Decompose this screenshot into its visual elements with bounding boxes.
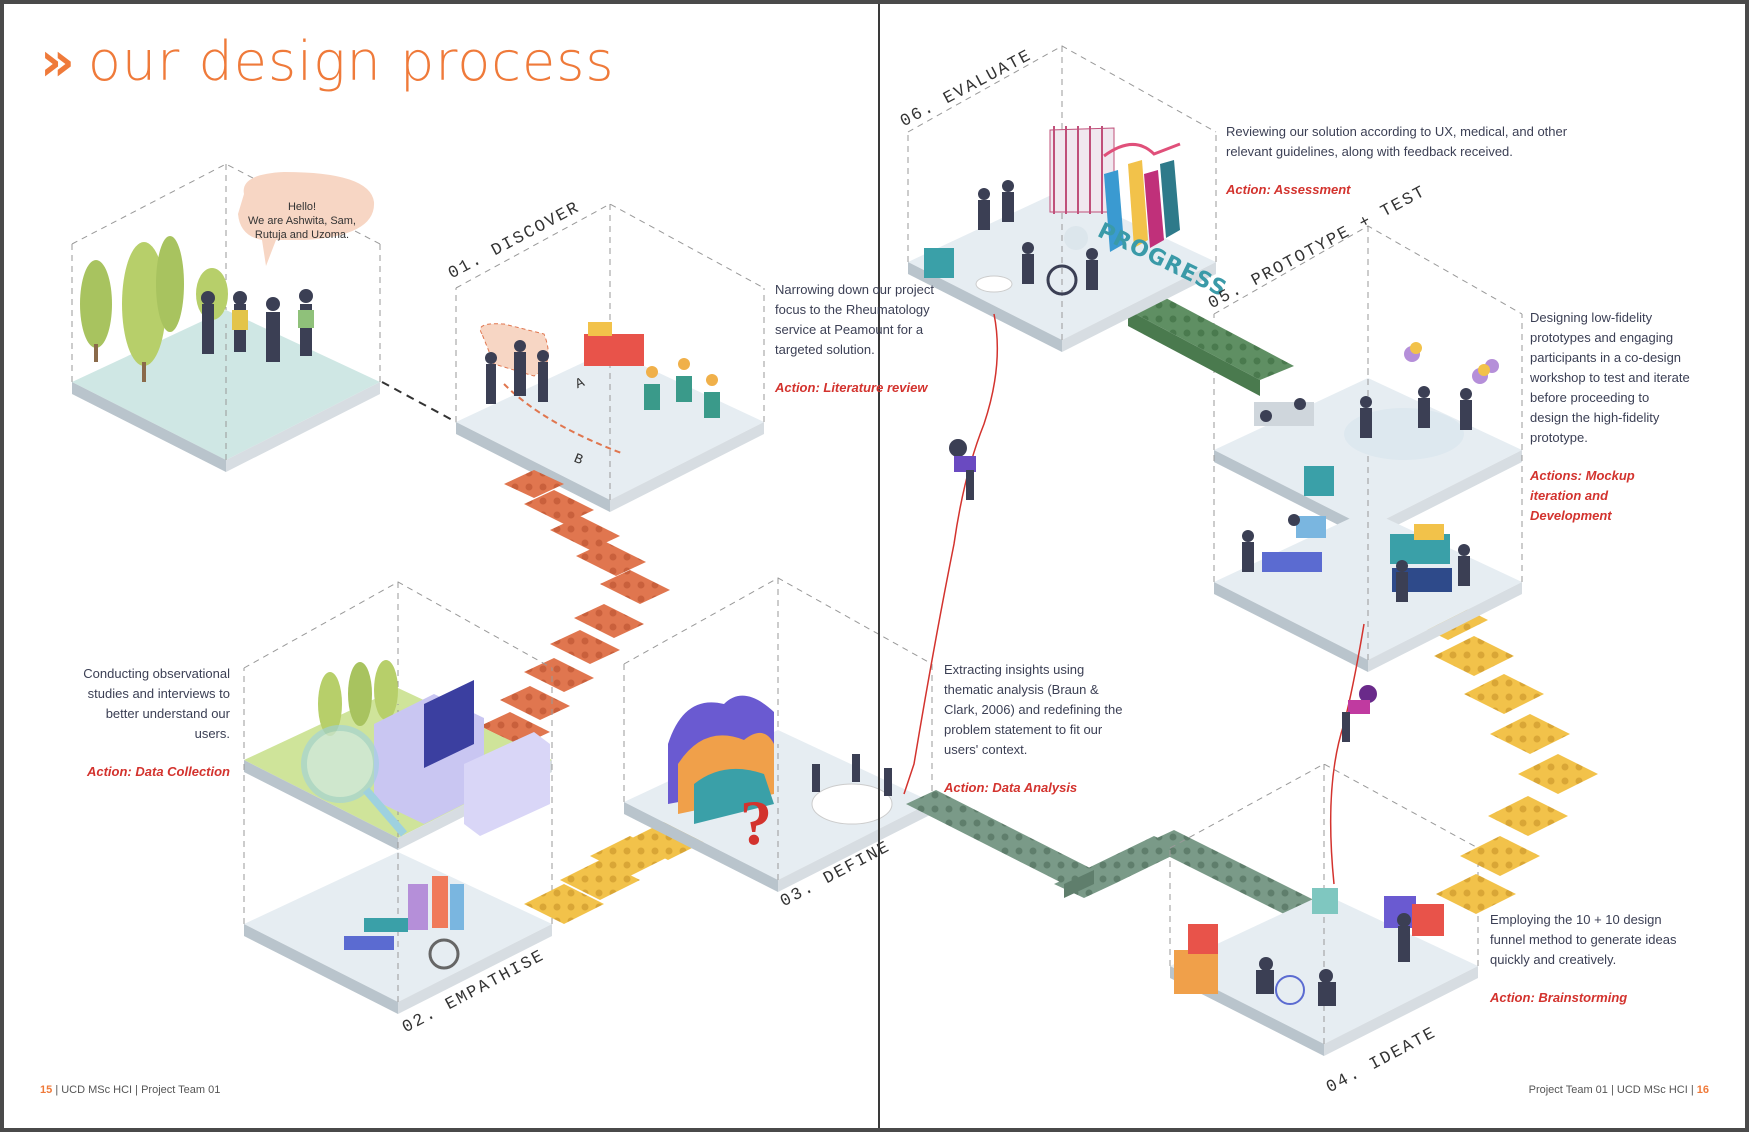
- prototype-action-line-3: Development: [1530, 508, 1612, 523]
- right-footer-text: Project Team 01 | UCD MSc HCI |: [1528, 1084, 1694, 1096]
- page-title-text: our design process: [87, 30, 615, 93]
- evaluate-description: Reviewing our solution according to UX, …: [1226, 122, 1576, 200]
- yellow-stairs-left: [524, 820, 708, 924]
- empathise-text: Conducting observational studies and int…: [83, 666, 230, 741]
- speech-bubble-text: Hello! We are Ashwita, Sam, Rutuja and U…: [242, 200, 362, 242]
- orange-stairs: [480, 470, 670, 746]
- ideate-box: [1169, 763, 1479, 1056]
- right-page-number: 16: [1696, 1084, 1709, 1096]
- empathise-action: Action: Data Collection: [86, 764, 230, 779]
- brochure-spread: ?: [4, 4, 1745, 1128]
- climber-figures: [949, 439, 1377, 742]
- evaluate-action: Action: Assessment: [1226, 182, 1351, 197]
- prototype-description: Designing low-fidelity prototypes and en…: [1530, 308, 1690, 526]
- ideate-description: Employing the 10 + 10 design funnel meth…: [1490, 910, 1680, 1008]
- empathise-description: Conducting observational studies and int…: [68, 664, 230, 782]
- discover-box: [455, 203, 765, 512]
- left-footer-text: | UCD MSc HCI | Project Team 01: [55, 1084, 221, 1096]
- double-chevron-icon: »: [40, 30, 76, 93]
- left-page-number: 15: [40, 1084, 53, 1096]
- discover-text: Narrowing down our project focus to the …: [775, 282, 934, 357]
- prototype-box: [1213, 225, 1523, 672]
- define-box: ?: [623, 577, 933, 892]
- process-illustration: ?: [71, 45, 1598, 1056]
- speech-line-2: We are Ashwita, Sam,: [247, 215, 356, 227]
- page-title: »our design process: [40, 30, 614, 93]
- yellow-stairs-right: [1408, 600, 1598, 914]
- empathise-box: [243, 581, 553, 1014]
- svg-text:?: ?: [740, 787, 772, 858]
- define-description: Extracting insights using thematic analy…: [944, 660, 1126, 798]
- green-path: [906, 790, 1334, 924]
- ideate-text: Employing the 10 + 10 design funnel meth…: [1490, 912, 1677, 967]
- prototype-text: Designing low-fidelity prototypes and en…: [1530, 310, 1690, 445]
- evaluate-text: Reviewing our solution according to UX, …: [1226, 124, 1568, 159]
- prototype-action-line-2: iteration and: [1530, 488, 1609, 503]
- define-text: Extracting insights using thematic analy…: [944, 662, 1123, 757]
- page-gutter: [878, 4, 880, 1128]
- define-action: Action: Data Analysis: [944, 780, 1078, 795]
- speech-line-3: Rutuja and Uzoma.: [254, 229, 350, 241]
- prototype-action: Actions: Mockup iteration and Developmen…: [1530, 466, 1690, 526]
- evaluate-box: [907, 45, 1217, 352]
- footer-left: 15 | UCD MSc HCI | Project Team 01: [40, 1084, 220, 1096]
- speech-line-1: Hello!: [287, 201, 317, 213]
- ideate-action: Action: Brainstorming: [1490, 990, 1628, 1005]
- intro-box: [71, 163, 381, 472]
- footer-right: Project Team 01 | UCD MSc HCI | 16: [1529, 1084, 1709, 1096]
- green-path-top: [1128, 296, 1294, 396]
- discover-action: Action: Literature review: [775, 380, 928, 395]
- prototype-action-line-1: Actions: Mockup: [1530, 468, 1635, 483]
- discover-description: Narrowing down our project focus to the …: [775, 280, 937, 398]
